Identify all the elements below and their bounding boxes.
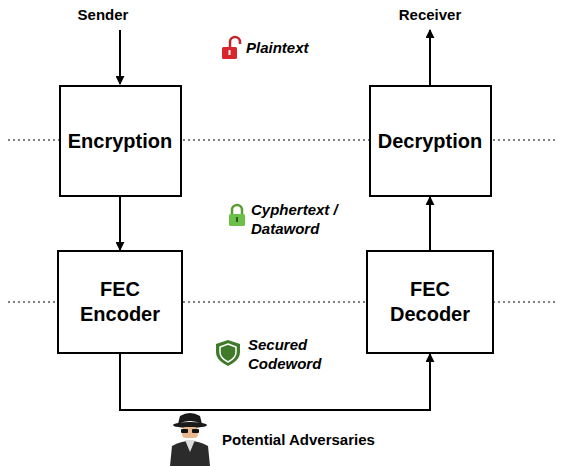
annotation-label: Cyphertext / Dataword [251,201,351,239]
input-arrow [119,30,121,84]
spy-icon [170,413,210,466]
annotation-label: Receiver [399,6,462,25]
box-label: Encryption [68,129,172,154]
flow-arrow [429,197,431,250]
closed-lock-icon [229,205,245,226]
process-box: Encryption [59,85,182,197]
annotation-label: Potential Adversaries [222,431,375,450]
process-box: FEC Decoder [366,250,494,354]
box-label: FEC Encoder [59,277,181,327]
flow-arrow [119,197,121,250]
annotation-label: Plaintext [246,39,309,58]
annotation-label: Sender [78,6,129,25]
box-label: FEC Decoder [368,277,492,327]
process-box: FEC Encoder [57,250,183,354]
process-box: Decryption [369,85,492,197]
open-lock-icon [222,37,240,59]
output-arrow [429,30,431,85]
shield-icon [216,340,240,366]
annotation-label: Secured Codeword [248,336,328,374]
box-label: Decryption [378,129,482,154]
